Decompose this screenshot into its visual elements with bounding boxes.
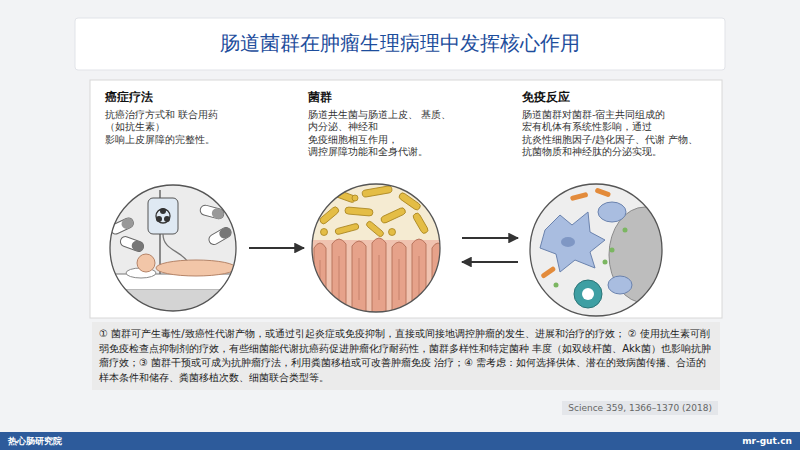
immune-cell xyxy=(608,276,632,294)
column-heading: 癌症疗法 xyxy=(105,90,245,105)
pill xyxy=(109,216,135,235)
summary-text: ① 菌群可产生毒性/致癌性代谢产物，或通过引起炎症或免疫抑制，直接或间接地调控肿… xyxy=(99,327,713,385)
circle-outline xyxy=(312,184,440,312)
summary-box: ① 菌群可产生毒性/致癌性代谢产物，或通过引起炎症或免疫抑制，直接或间接地调控肿… xyxy=(92,322,720,390)
citation-text: Science 359, 1366–1370 (2018) xyxy=(568,403,712,413)
pill xyxy=(119,235,145,253)
citation-box: Science 359, 1366–1370 (2018) xyxy=(562,401,718,415)
slide-title: 肠道菌群在肿瘤生理病理中发挥核心作用 xyxy=(75,30,725,57)
footer-text: 热心肠研究院 xyxy=(8,435,62,448)
column-body: 肠道菌群对菌群-宿主共同组成的 宏有机体有系统性影响，通过 抗炎性细胞因子/趋化… xyxy=(522,109,717,158)
biohazard-symbol xyxy=(156,209,170,223)
signal-molecules xyxy=(554,228,628,288)
iv-bag xyxy=(148,198,178,234)
biohazard-symbol xyxy=(164,216,170,222)
biohazard-symbol xyxy=(160,208,166,214)
immune-illustration xyxy=(520,180,681,320)
circle-ground xyxy=(300,180,460,320)
column-panel: 癌症疗法抗癌治疗方式和 联合用药（如抗生素） 影响上皮屏障的完整性。 xyxy=(105,90,245,315)
biohazard-symbol xyxy=(156,216,162,222)
circle-outline xyxy=(530,184,662,316)
circle-ground xyxy=(100,180,250,320)
footer-band: 热心肠研究院 mr-gut.cn xyxy=(0,432,800,450)
column-body: 抗癌治疗方式和 联合用药（如抗生素） 影响上皮屏障的完整性。 xyxy=(105,109,245,146)
cell-nucleus xyxy=(582,288,594,300)
circle-ground xyxy=(520,180,680,320)
column-panel: 菌群肠道共生菌与肠道上皮、 基质、内分泌、神经和 免疫细胞相互作用， 调控屏障功… xyxy=(308,90,458,315)
pill xyxy=(207,226,233,247)
iv-tube xyxy=(163,234,188,262)
bed-base xyxy=(110,290,240,320)
title-band xyxy=(75,18,725,70)
gray-cell xyxy=(609,207,681,303)
epithelium-lines xyxy=(320,255,419,300)
bacteria xyxy=(319,185,429,237)
patient-head xyxy=(137,254,155,272)
flow-arrow xyxy=(462,261,518,263)
flow-arrow xyxy=(462,237,518,239)
therapy-illustration xyxy=(100,180,250,320)
footer-text: mr-gut.cn xyxy=(742,436,792,446)
villi xyxy=(314,238,444,320)
cell-nucleus xyxy=(561,237,575,247)
column-heading: 免疫反应 xyxy=(522,90,717,105)
circle-outline xyxy=(110,185,236,311)
teal-cell xyxy=(574,280,602,308)
column-panel: 免疫反应肠道菌群对菌群-宿主共同组成的 宏有机体有系统性影响，通过 抗炎性细胞因… xyxy=(522,90,717,315)
column-heading: 菌群 xyxy=(308,90,458,105)
flow-arrow xyxy=(249,247,304,249)
dendritic-cell xyxy=(540,212,605,272)
patient-body xyxy=(156,260,236,276)
gut-illustration xyxy=(300,180,460,320)
column-body: 肠道共生菌与肠道上皮、 基质、内分泌、神经和 免疫细胞相互作用， 调控屏障功能和… xyxy=(308,109,458,158)
immune-cell xyxy=(598,202,626,222)
